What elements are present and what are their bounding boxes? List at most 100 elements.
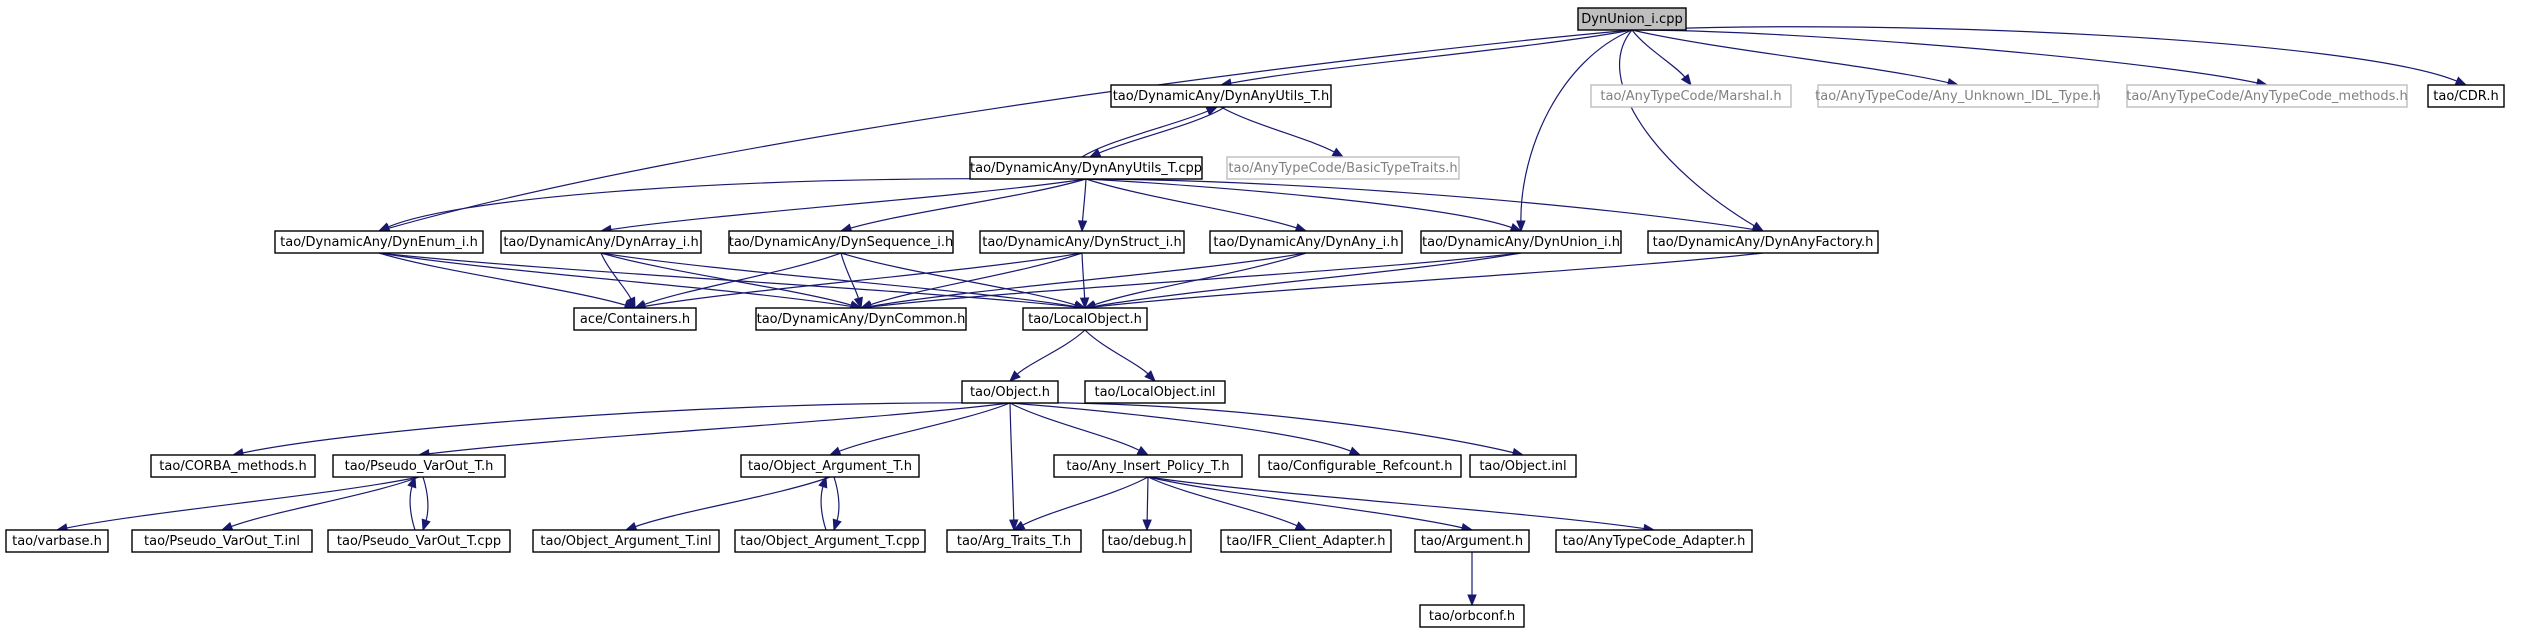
node-object-h[interactable]: tao/Object.h (961, 380, 1059, 404)
node-containers-h[interactable]: ace/Containers.h (573, 307, 697, 331)
node-pseudo-varout-h[interactable]: tao/Pseudo_VarOut_T.h (332, 454, 506, 478)
node-label: tao/DynamicAny/DynEnum_i.h (280, 235, 478, 250)
edge-localobject_h-to-localobject_inl (1084, 329, 1150, 375)
node-debug-h[interactable]: tao/debug.h (1102, 529, 1192, 553)
arrowhead-object_argument_h-to-object_argument_inl (624, 521, 638, 531)
node-label: tao/DynamicAny/DynAnyUtils_T.cpp (970, 161, 1202, 176)
node-label: tao/Pseudo_VarOut_T.inl (144, 534, 300, 549)
arrowhead-localobject_h-to-object_h (1009, 370, 1021, 382)
node-box (1084, 380, 1226, 404)
edge-object_h-to-arg_traits_h (1009, 402, 1015, 522)
edge-object_h-to-corba_methods_h (241, 402, 1011, 454)
node-any-unknown-h: tao/AnyTypeCode/Any_Unknown_IDL_Type.h (1815, 84, 2101, 108)
arrowhead-dynsequence_h-to-dyncommon_h (853, 296, 863, 310)
node-ifr-client-adapter-h[interactable]: tao/IFR_Client_Adapter.h (1220, 529, 1392, 553)
node-box (1102, 529, 1192, 553)
node-box (979, 230, 1185, 254)
node-pseudo-varout-inl[interactable]: tao/Pseudo_VarOut_T.inl (131, 529, 313, 553)
node-label: tao/LocalObject.inl (1094, 385, 1215, 400)
node-dynany-h[interactable]: tao/DynamicAny/DynAny_i.h (1209, 230, 1403, 254)
node-object-inl[interactable]: tao/Object.inl (1469, 454, 1577, 478)
node-label: tao/LocalObject.h (1028, 312, 1142, 327)
node-dynarray-h[interactable]: tao/DynamicAny/DynArray_i.h (500, 230, 702, 254)
node-object-argument-cpp[interactable]: tao/Object_Argument_T.cpp (734, 529, 926, 553)
node-label: tao/DynamicAny/DynSequence_i.h (729, 235, 954, 250)
arrowhead-any_insert_policy_h-to-ifr_client_adapter_h (1294, 521, 1308, 531)
arrowhead-localobject_h-to-localobject_inl (1144, 370, 1156, 382)
arrowhead-dynunion_cpp-to-cdr_h (2454, 76, 2468, 86)
node-box (1647, 230, 1879, 254)
edge-dynanyutils_t_cpp-to-dynenum_h (387, 177, 1087, 228)
edge-dynanyutils_t_cpp-to-dynarray_h (609, 178, 1087, 231)
arrowhead-pseudo_varout_h-to-pseudo_varout_cpp (421, 518, 431, 532)
edge-dynunion_cpp-to-anytypecode_methods_h (1631, 29, 2259, 84)
arrowhead-argument_h-to-orbconf_h (1467, 594, 1477, 607)
node-label: tao/DynamicAny/DynStruct_i.h (982, 235, 1182, 250)
node-dynunion-cpp[interactable]: DynUnion_i.cpp (1577, 7, 1687, 31)
node-dynanyutils-t-cpp[interactable]: tao/DynamicAny/DynAnyUtils_T.cpp (969, 156, 1203, 180)
node-arg-traits-h[interactable]: tao/Arg_Traits_T.h (946, 529, 1082, 553)
node-box (1577, 7, 1687, 31)
node-box (1226, 156, 1460, 180)
edge-pseudo_varout_cpp-to-pseudo_varout_h (409, 485, 416, 531)
edge-dynunion_cpp-to-dynunion_h (1520, 29, 1633, 223)
node-dynenum-h[interactable]: tao/DynamicAny/DynEnum_i.h (274, 230, 484, 254)
node-box (740, 454, 920, 478)
edge-dynenum_h-to-containers_h (378, 252, 627, 306)
node-configurable-refcount-h[interactable]: tao/Configurable_Refcount.h (1258, 454, 1462, 478)
node-marshal-h: tao/AnyTypeCode/Marshal.h (1590, 84, 1792, 108)
node-localobject-h[interactable]: tao/LocalObject.h (1022, 307, 1148, 331)
arrowhead-dynarray_h-to-containers_h (626, 296, 636, 310)
node-box (755, 307, 967, 331)
node-corba-methods-h[interactable]: tao/CORBA_methods.h (150, 454, 316, 478)
node-dynunion-h[interactable]: tao/DynamicAny/DynUnion_i.h (1420, 230, 1622, 254)
edge-dynstruct_h-to-containers_h (643, 252, 1083, 308)
node-box (1110, 84, 1332, 108)
node-dynstruct-h[interactable]: tao/DynamicAny/DynStruct_i.h (979, 230, 1185, 254)
node-box (969, 156, 1203, 180)
arrowhead-pseudo_varout_cpp-to-pseudo_varout_h (407, 475, 417, 489)
edge-object_argument_cpp-to-object_argument_h (820, 485, 827, 531)
arrowhead-dynanyutils_t_cpp-to-dynstruct_h (1077, 220, 1088, 233)
edge-dynsequence_h-to-localobject_h (840, 252, 1077, 306)
node-dynanyutils-t-h[interactable]: tao/DynamicAny/DynAnyUtils_T.h (1110, 84, 1332, 108)
edge-dynenum_h-to-dyncommon_h (378, 252, 853, 308)
node-localobject-inl[interactable]: tao/LocalObject.inl (1084, 380, 1226, 404)
node-box (5, 529, 109, 553)
node-object-argument-inl[interactable]: tao/Object_Argument_T.inl (532, 529, 720, 553)
node-dyncommon-h[interactable]: tao/DynamicAny/DynCommon.h (755, 307, 967, 331)
edge-dynanyutils_t_cpp-to-dynstruct_h (1081, 178, 1087, 223)
node-any-insert-policy-h[interactable]: tao/Any_Insert_Policy_T.h (1053, 454, 1243, 478)
edge-dynanyutils_t_cpp-to-dynsequence_h (849, 178, 1087, 230)
edge-pseudo_varout_h-to-pseudo_varout_inl (230, 476, 420, 528)
node-varbase-h[interactable]: tao/varbase.h (5, 529, 109, 553)
node-dynanyfactory-h[interactable]: tao/DynamicAny/DynAnyFactory.h (1647, 230, 1879, 254)
edge-any_insert_policy_h-to-arg_traits_h (1021, 476, 1149, 527)
node-cdr-h[interactable]: tao/CDR.h (2427, 84, 2505, 108)
edge-pseudo_varout_h-to-varbase_h (65, 476, 420, 529)
node-box (332, 454, 506, 478)
arrowhead-object_h-to-object_argument_h (828, 446, 842, 456)
node-object-argument-h[interactable]: tao/Object_Argument_T.h (740, 454, 920, 478)
node-label: tao/Pseudo_VarOut_T.cpp (337, 534, 501, 549)
node-box (1419, 604, 1525, 628)
node-anytypecode-adapter-h[interactable]: tao/AnyTypeCode_Adapter.h (1555, 529, 1753, 553)
node-label: tao/CORBA_methods.h (159, 459, 306, 474)
node-label: tao/IFR_Client_Adapter.h (1226, 534, 1385, 549)
node-pseudo-varout-cpp[interactable]: tao/Pseudo_VarOut_T.cpp (327, 529, 511, 553)
node-orbconf-h[interactable]: tao/orbconf.h (1419, 604, 1525, 628)
node-box (131, 529, 313, 553)
edge-object_h-to-pseudo_varout_h (427, 402, 1011, 455)
node-box (1420, 230, 1622, 254)
node-box (1817, 84, 2099, 108)
edge-dynstruct_h-to-localobject_h (1081, 252, 1086, 300)
edge-dynsequence_h-to-containers_h (643, 252, 842, 306)
arrowhead-pseudo_varout_h-to-pseudo_varout_inl (220, 521, 234, 531)
node-label: tao/AnyTypeCode_Adapter.h (1563, 534, 1746, 549)
node-dynsequence-h[interactable]: tao/DynamicAny/DynSequence_i.h (728, 230, 954, 254)
edge-dynanyutils_t_h-to-basictypetraits_h (1220, 106, 1336, 154)
node-argument-h[interactable]: tao/Argument.h (1414, 529, 1530, 553)
node-label: tao/debug.h (1108, 534, 1187, 549)
arrowhead-dynunion_cpp-to-dynunion_h (1516, 220, 1526, 233)
